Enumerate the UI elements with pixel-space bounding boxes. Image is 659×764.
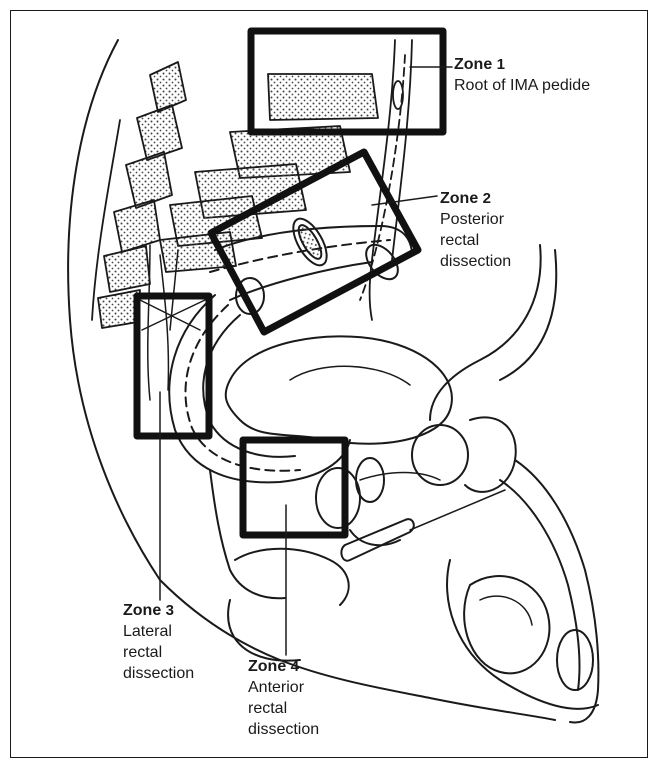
body-outline-perineum — [160, 580, 555, 720]
zone-3-description-line-3: dissection — [123, 663, 194, 684]
zone-3-description-line-2: rectal — [123, 642, 194, 663]
zone-3-description-line-1: Lateral — [123, 621, 194, 642]
bladder-inner — [290, 366, 410, 385]
zone-3-title: Zone — [123, 602, 161, 619]
zone-4-description-line-2: rectal — [248, 698, 319, 719]
anal-canal — [210, 470, 349, 661]
zone-2-description-line-3: dissection — [440, 251, 511, 272]
sacrum — [92, 62, 186, 328]
zone-4-number: 4 — [291, 658, 299, 675]
bladder — [226, 336, 452, 443]
zone-1-number: 1 — [497, 56, 505, 73]
zone-1-title: Zone — [454, 56, 492, 73]
zone-4-description-line-1: Anterior — [248, 677, 319, 698]
zone-2-label: Zone 2 Posterior rectal dissection — [440, 188, 511, 272]
pubis-abdominal-wall — [412, 245, 556, 492]
zone-4-description-line-3: dissection — [248, 719, 319, 740]
zone-1-label: Zone 1 Root of IMA pedide — [454, 54, 590, 96]
zone-3-label: Zone 3 Lateral rectal dissection — [123, 600, 194, 684]
external-genitalia — [410, 460, 598, 723]
zone-4-title: Zone — [248, 658, 286, 675]
zone-1-description: Root of IMA pedide — [454, 75, 590, 96]
zone-2-number: 2 — [483, 190, 491, 207]
zone-2-description-line-1: Posterior — [440, 209, 511, 230]
lumbar-vertebrae — [160, 74, 378, 272]
zone-2-description-line-2: rectal — [440, 230, 511, 251]
prostate-urethra — [316, 458, 440, 561]
zone-4-label: Zone 4 Anterior rectal dissection — [248, 656, 319, 740]
zone-2-title: Zone — [440, 190, 478, 207]
zone-3-number: 3 — [166, 602, 174, 619]
